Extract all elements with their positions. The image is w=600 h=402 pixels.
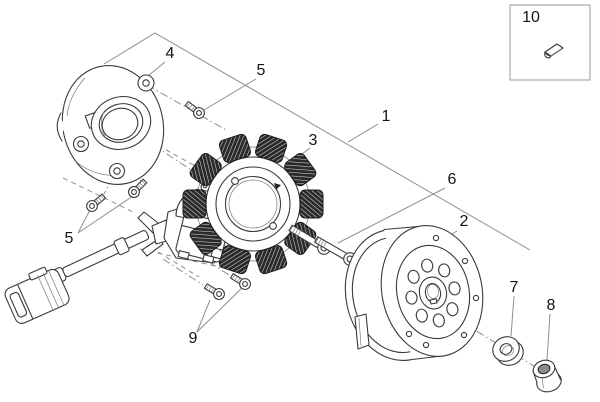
part-woodruff-key [544,43,564,59]
part-screw9-right [228,270,253,292]
stator-bolt-hole-b [269,222,277,230]
leader-line-8 [546,313,551,362]
connector [4,266,70,324]
leader-line-5-upper [203,78,257,111]
harness-cable [4,230,150,324]
part-stator [182,133,324,275]
callout-5-lower: 5 [64,230,74,247]
timing-mark [274,183,281,190]
flywheel-boss [354,313,370,350]
inset-box [509,4,591,81]
callout-10: 10 [522,9,540,26]
axis-screw9-left [162,258,204,286]
callout-8: 8 [546,297,556,314]
part-cover-plate [40,64,165,186]
flywheel-small-holes [405,234,480,349]
callout-7: 7 [509,279,519,296]
part-screw5-a [83,191,108,215]
callout-3: 3 [308,132,318,149]
cable-clamp [113,237,130,256]
flywheel-keyway [429,298,438,305]
callout-6: 6 [447,171,457,188]
group-outline-a [62,177,134,213]
connector-latch [28,266,48,281]
leader-line-7 [510,295,515,337]
plate-notch [56,112,63,142]
callout-5-upper: 5 [256,62,266,79]
part-screw9-left [202,280,227,302]
part-washer [492,336,524,366]
callout-2: 2 [459,213,469,230]
group-outline-d [157,251,200,278]
callout-4: 4 [165,45,175,62]
cable-conduit [62,230,150,278]
leader-lines [77,32,551,362]
stator-bolt-hole-a [231,177,239,185]
part-flywheel [344,225,484,362]
leader-line-1 [103,32,531,251]
leader-line-5-lower [77,193,137,234]
part-nut [532,359,562,393]
leader-line-6 [337,187,446,244]
leader-line-9 [196,286,244,333]
callout-9: 9 [188,330,198,347]
leader-stub-1 [347,123,379,143]
callout-1: 1 [381,108,391,125]
axis-screw9-right [208,261,230,276]
flywheel-hub-holes [405,258,461,328]
connector-opening [9,291,28,318]
stator-coils [182,133,324,275]
